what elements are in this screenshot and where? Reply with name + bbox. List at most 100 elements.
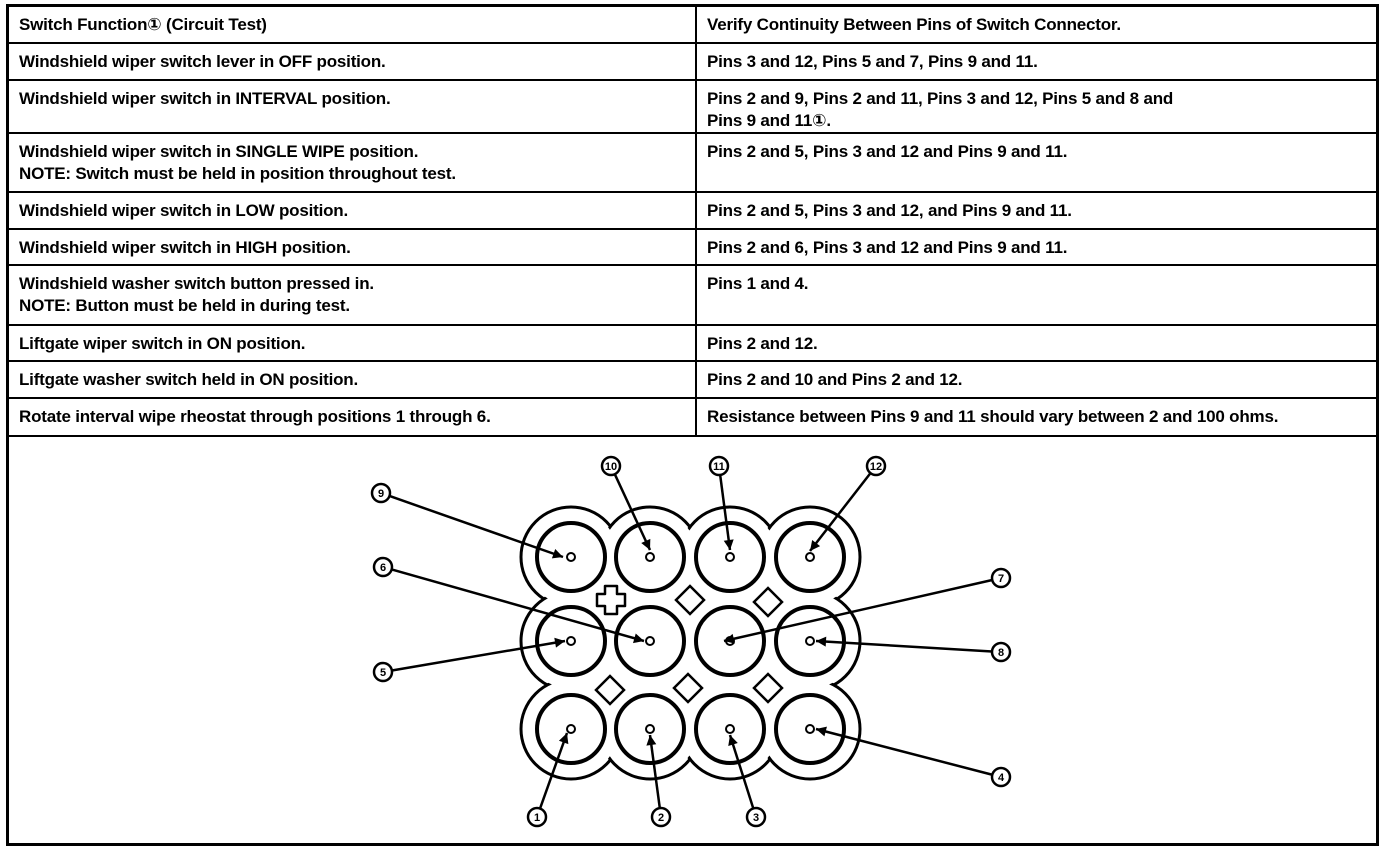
table-header-row: Switch Function① (Circuit Test) Verify C… (9, 7, 1376, 44)
pin-callout-bubble-1 (526, 806, 548, 828)
function-note: NOTE: Switch must be held in position th… (19, 164, 456, 183)
leader-arrow-4 (816, 726, 827, 737)
pin-contact-8 (805, 636, 815, 646)
result-text: Resistance between Pins 9 and 11 should … (707, 407, 1279, 426)
result-text: Pins 1 and 4. (707, 274, 809, 293)
diamond-key-icon (674, 584, 706, 616)
result-text: Pins 3 and 12, Pins 5 and 7, Pins 9 and … (707, 52, 1038, 71)
table-row: Windshield wiper switch in LOW position.… (9, 191, 1376, 230)
continuity-test-table: Switch Function① (Circuit Test) Verify C… (9, 7, 1376, 437)
pin-callout-bubble-5 (372, 661, 394, 683)
pin-callout-label-2: 2 (658, 812, 664, 824)
pin-callout-bubble-8 (990, 641, 1012, 663)
row-result: Pins 3 and 12, Pins 5 and 7, Pins 9 and … (695, 42, 1376, 81)
pin-callout-bubble-11 (708, 455, 730, 477)
leader-arrow-7 (724, 633, 735, 644)
function-text: Windshield wiper switch in HIGH position… (19, 238, 351, 257)
function-text: Liftgate wiper switch in ON position. (19, 334, 306, 353)
diamond-key-icon (752, 672, 784, 704)
row-function: Windshield wiper switch in INTERVAL posi… (9, 79, 697, 134)
pin-contact-1 (566, 724, 576, 734)
leader-line-10 (613, 473, 652, 551)
table-row: Windshield wiper switch lever in OFF pos… (9, 42, 1376, 81)
pin-callout-bubble-4 (990, 766, 1012, 788)
table-row: Liftgate wiper switch in ON position. Pi… (9, 324, 1376, 362)
leader-arrow-3 (728, 735, 738, 747)
leader-line-9 (389, 494, 564, 559)
table-row: Windshield wiper switch in HIGH position… (9, 228, 1376, 266)
leader-line-12 (809, 472, 872, 552)
row-result: Pins 2 and 10 and Pins 2 and 12. (695, 360, 1376, 399)
leader-arrow-9 (551, 548, 563, 559)
pin-callout-label-3: 3 (753, 812, 759, 824)
leader-arrow-5 (554, 637, 565, 648)
result-text: Pins 2 and 9, Pins 2 and 11, Pins 3 and … (707, 89, 1174, 108)
header-verify-continuity: Verify Continuity Between Pins of Switch… (695, 7, 1376, 44)
pin-contact-3 (725, 724, 735, 734)
pin-contact-4 (805, 724, 815, 734)
result-text-continued: Pins 9 and 11①. (707, 111, 831, 130)
row-function: Liftgate wiper switch in ON position. (9, 324, 697, 362)
pin-callout-bubble-6 (372, 556, 394, 578)
row-result: Resistance between Pins 9 and 11 should … (695, 397, 1376, 437)
diamond-key-icon (752, 586, 784, 618)
table-row: Windshield washer switch button pressed … (9, 264, 1376, 326)
pin-callout-bubble-2 (650, 806, 672, 828)
pin-callout-bubble-10 (600, 455, 622, 477)
cross-key-icon (595, 584, 627, 616)
leader-line-11 (718, 474, 732, 551)
row-result: Pins 2 and 12. (695, 324, 1376, 362)
pin-callout-label-4: 4 (998, 772, 1005, 784)
connector-keys (594, 584, 784, 706)
row-result: Pins 2 and 9, Pins 2 and 11, Pins 3 and … (695, 79, 1376, 134)
function-text: Liftgate washer switch held in ON positi… (19, 370, 358, 389)
diamond-key-icon (594, 674, 626, 706)
leader-line-4 (815, 727, 993, 776)
leader-arrow-11 (723, 539, 734, 550)
function-text: Windshield washer switch button pressed … (19, 274, 374, 293)
pin-contact-9 (566, 552, 576, 562)
pin-callout-label-7: 7 (998, 573, 1004, 585)
pin-callout-label-8: 8 (998, 647, 1004, 659)
pin-callout-label-10: 10 (605, 461, 617, 473)
row-function: Windshield wiper switch in HIGH position… (9, 228, 697, 266)
row-function: Liftgate washer switch held in ON positi… (9, 360, 697, 399)
pin-callout-label-9: 9 (378, 488, 384, 500)
pin-contact-5 (566, 636, 576, 646)
table-row: Windshield wiper switch in INTERVAL posi… (9, 79, 1376, 134)
row-function: Rotate interval wipe rheostat through po… (9, 397, 697, 437)
result-text: Pins 2 and 6, Pins 3 and 12 and Pins 9 a… (707, 238, 1068, 257)
leader-line-7 (723, 578, 993, 643)
connector-pins (535, 521, 846, 765)
diamond-key-icon (672, 672, 704, 704)
row-result: Pins 1 and 4. (695, 264, 1376, 326)
result-text: Pins 2 and 10 and Pins 2 and 12. (707, 370, 963, 389)
row-result: Pins 2 and 6, Pins 3 and 12 and Pins 9 a… (695, 228, 1376, 266)
row-function: Windshield wiper switch lever in OFF pos… (9, 42, 697, 81)
row-result: Pins 2 and 5, Pins 3 and 12 and Pins 9 a… (695, 132, 1376, 193)
table-row: Liftgate washer switch held in ON positi… (9, 360, 1376, 399)
leader-arrow-2 (646, 735, 657, 746)
leader-line-8 (815, 639, 993, 653)
result-text: Pins 2 and 5, Pins 3 and 12, and Pins 9 … (707, 201, 1072, 220)
leader-line-6 (391, 568, 645, 643)
function-note: NOTE: Button must be held in during test… (19, 296, 350, 315)
pin-contact-11 (725, 552, 735, 562)
pin-callout-label-1: 1 (534, 812, 540, 824)
row-function: Windshield washer switch button pressed … (9, 264, 697, 326)
pin-callout-label-5: 5 (380, 667, 386, 679)
leader-line-2 (648, 734, 662, 809)
result-text: Pins 2 and 12. (707, 334, 818, 353)
pin-callout-bubble-9 (370, 482, 392, 504)
leader-line-3 (728, 734, 755, 809)
header-switch-function: Switch Function① (Circuit Test) (9, 7, 697, 44)
leader-line-1 (538, 732, 569, 809)
pin-callout-label-12: 12 (870, 461, 882, 473)
leader-arrow-10 (641, 538, 651, 550)
pin-contact-2 (645, 724, 655, 734)
row-function: Windshield wiper switch in LOW position. (9, 191, 697, 230)
leader-arrow-8 (816, 636, 827, 647)
